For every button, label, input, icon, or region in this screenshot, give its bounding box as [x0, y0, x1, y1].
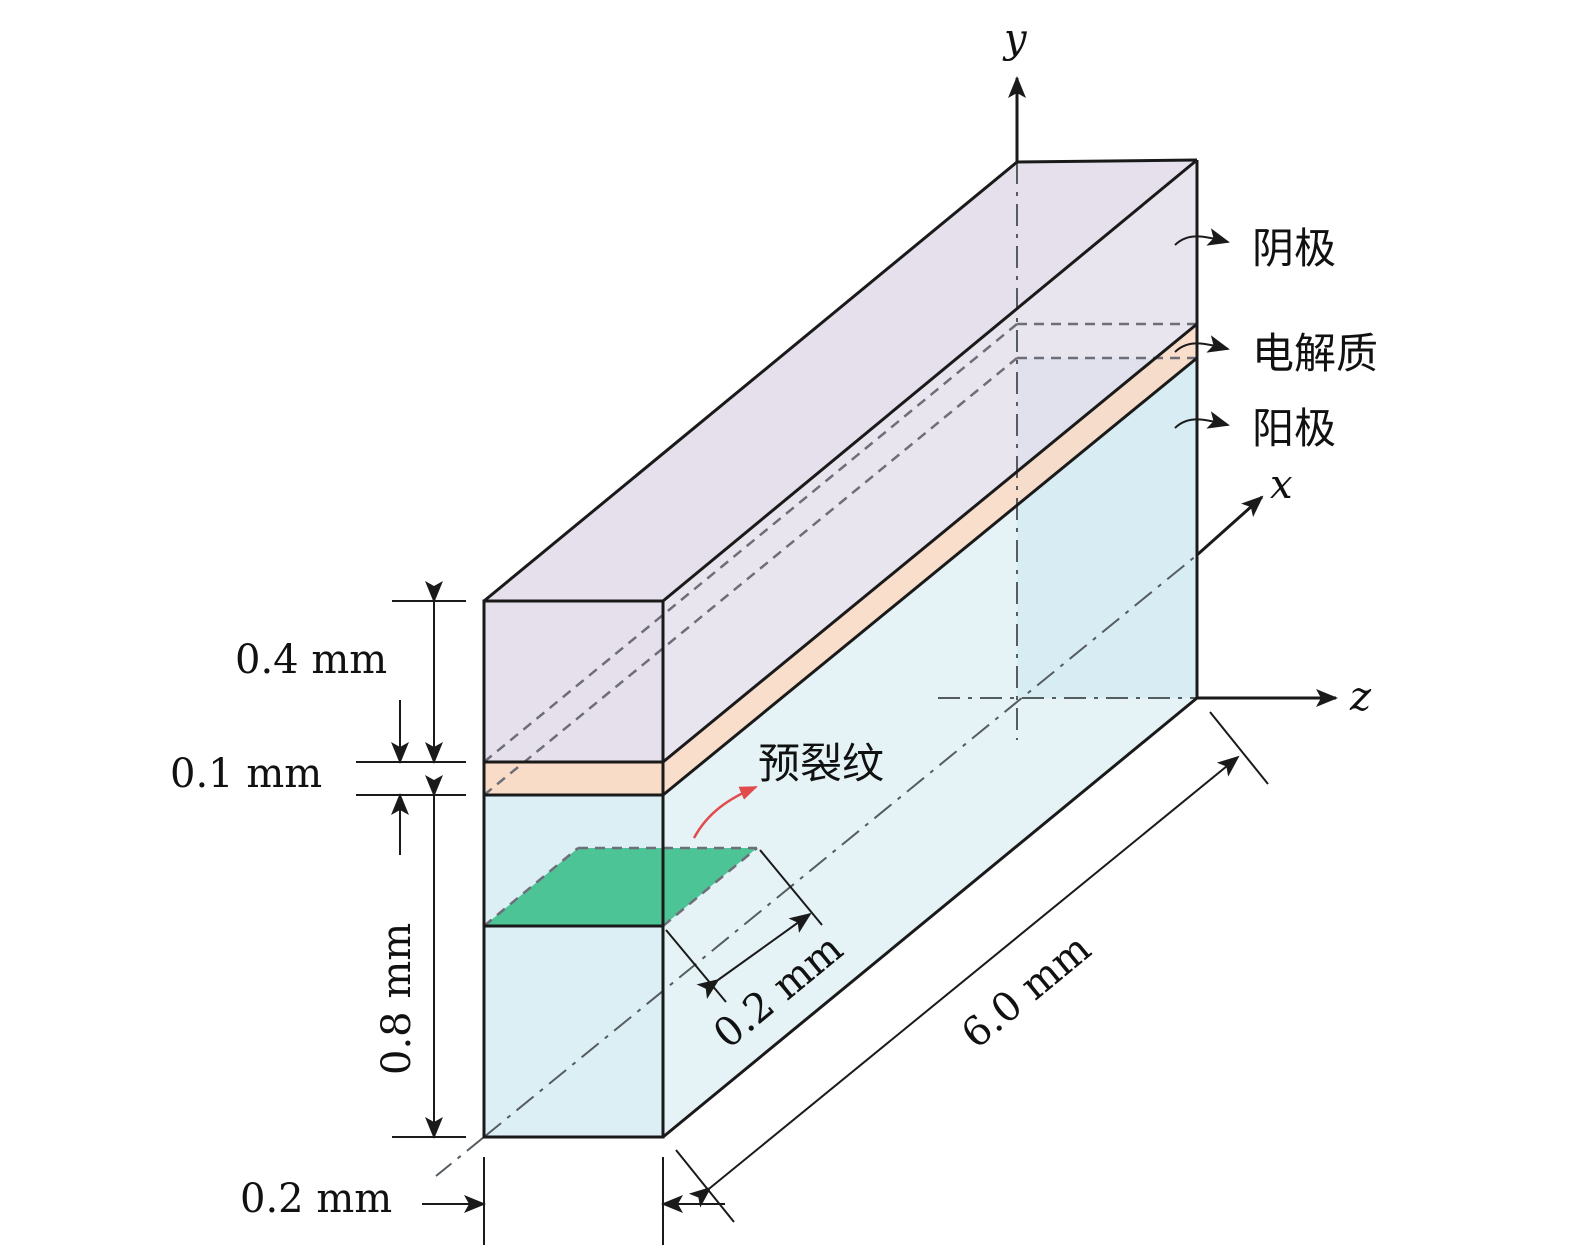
anode-arrow-icon: [1174, 411, 1230, 429]
width-label: 0.2 mm: [240, 1176, 392, 1222]
hidden-edges: [483, 322, 1197, 927]
pre-crack-plane: [484, 848, 757, 926]
x-axis-label: x: [1270, 462, 1293, 508]
x-axis-arrow: [1196, 495, 1264, 557]
top-face: [484, 160, 1197, 601]
layer-labels: 阴极 电解质 阳极: [1174, 224, 1378, 453]
anode-label: 阳极: [1252, 404, 1336, 453]
z-axis-label: z: [1349, 674, 1372, 720]
electrolyte-label: 电解质: [1252, 329, 1378, 378]
center-lines: [435, 162, 1198, 1177]
cathode-arrow-icon: [1174, 228, 1230, 246]
electrolyte-arrow-icon: [1174, 335, 1230, 353]
cathode-thickness-label: 0.4 mm: [235, 637, 387, 683]
anode-thickness-label: 0.8 mm: [374, 923, 420, 1075]
left-dimensions: 0.4 mm 0.1 mm 0.8 mm: [170, 581, 466, 1139]
y-axis-label: y: [1002, 16, 1028, 62]
crack-label: 预裂纹: [758, 739, 884, 788]
visible-edges: [482, 158, 1199, 1139]
length-label: 6.0 mm: [953, 925, 1100, 1057]
bottom-width-dimension: 0.2 mm: [240, 1157, 725, 1245]
electrolyte-thickness-label: 0.1 mm: [170, 751, 322, 797]
coordinate-axes: y z x: [1002, 16, 1372, 720]
cathode-label: 阴极: [1252, 224, 1336, 273]
